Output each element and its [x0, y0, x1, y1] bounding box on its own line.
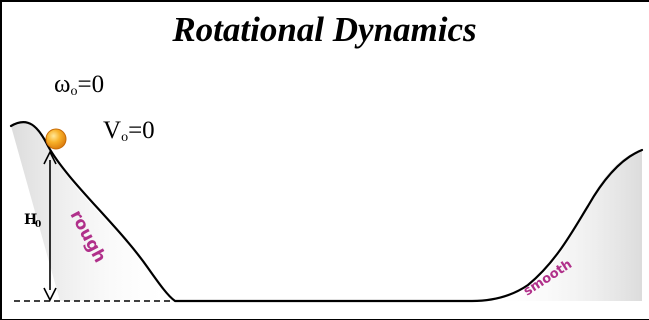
right-slope-shading: [485, 150, 642, 301]
diagram-title: Rotational Dynamics: [172, 10, 477, 49]
initial-velocity-label: Vo=0: [103, 116, 155, 153]
left-slope-shading: [11, 123, 174, 301]
velocity-symbol: V: [103, 117, 122, 144]
height-arrow-top-head: [43, 150, 57, 165]
velocity-subscript: o: [121, 130, 129, 145]
omega-subscript: o: [70, 84, 78, 99]
height-label-subscript: 0: [35, 220, 41, 230]
ball: [45, 128, 67, 150]
omega-value: =0: [77, 71, 105, 98]
ground-profile: [9, 121, 644, 303]
velocity-value: =0: [128, 117, 155, 144]
omega-symbol: ω: [54, 71, 71, 98]
height-label-symbol: H: [24, 212, 37, 228]
initial-angular-velocity-label: ωo=0: [54, 70, 104, 107]
height-arrow-bottom-head: [43, 287, 57, 302]
